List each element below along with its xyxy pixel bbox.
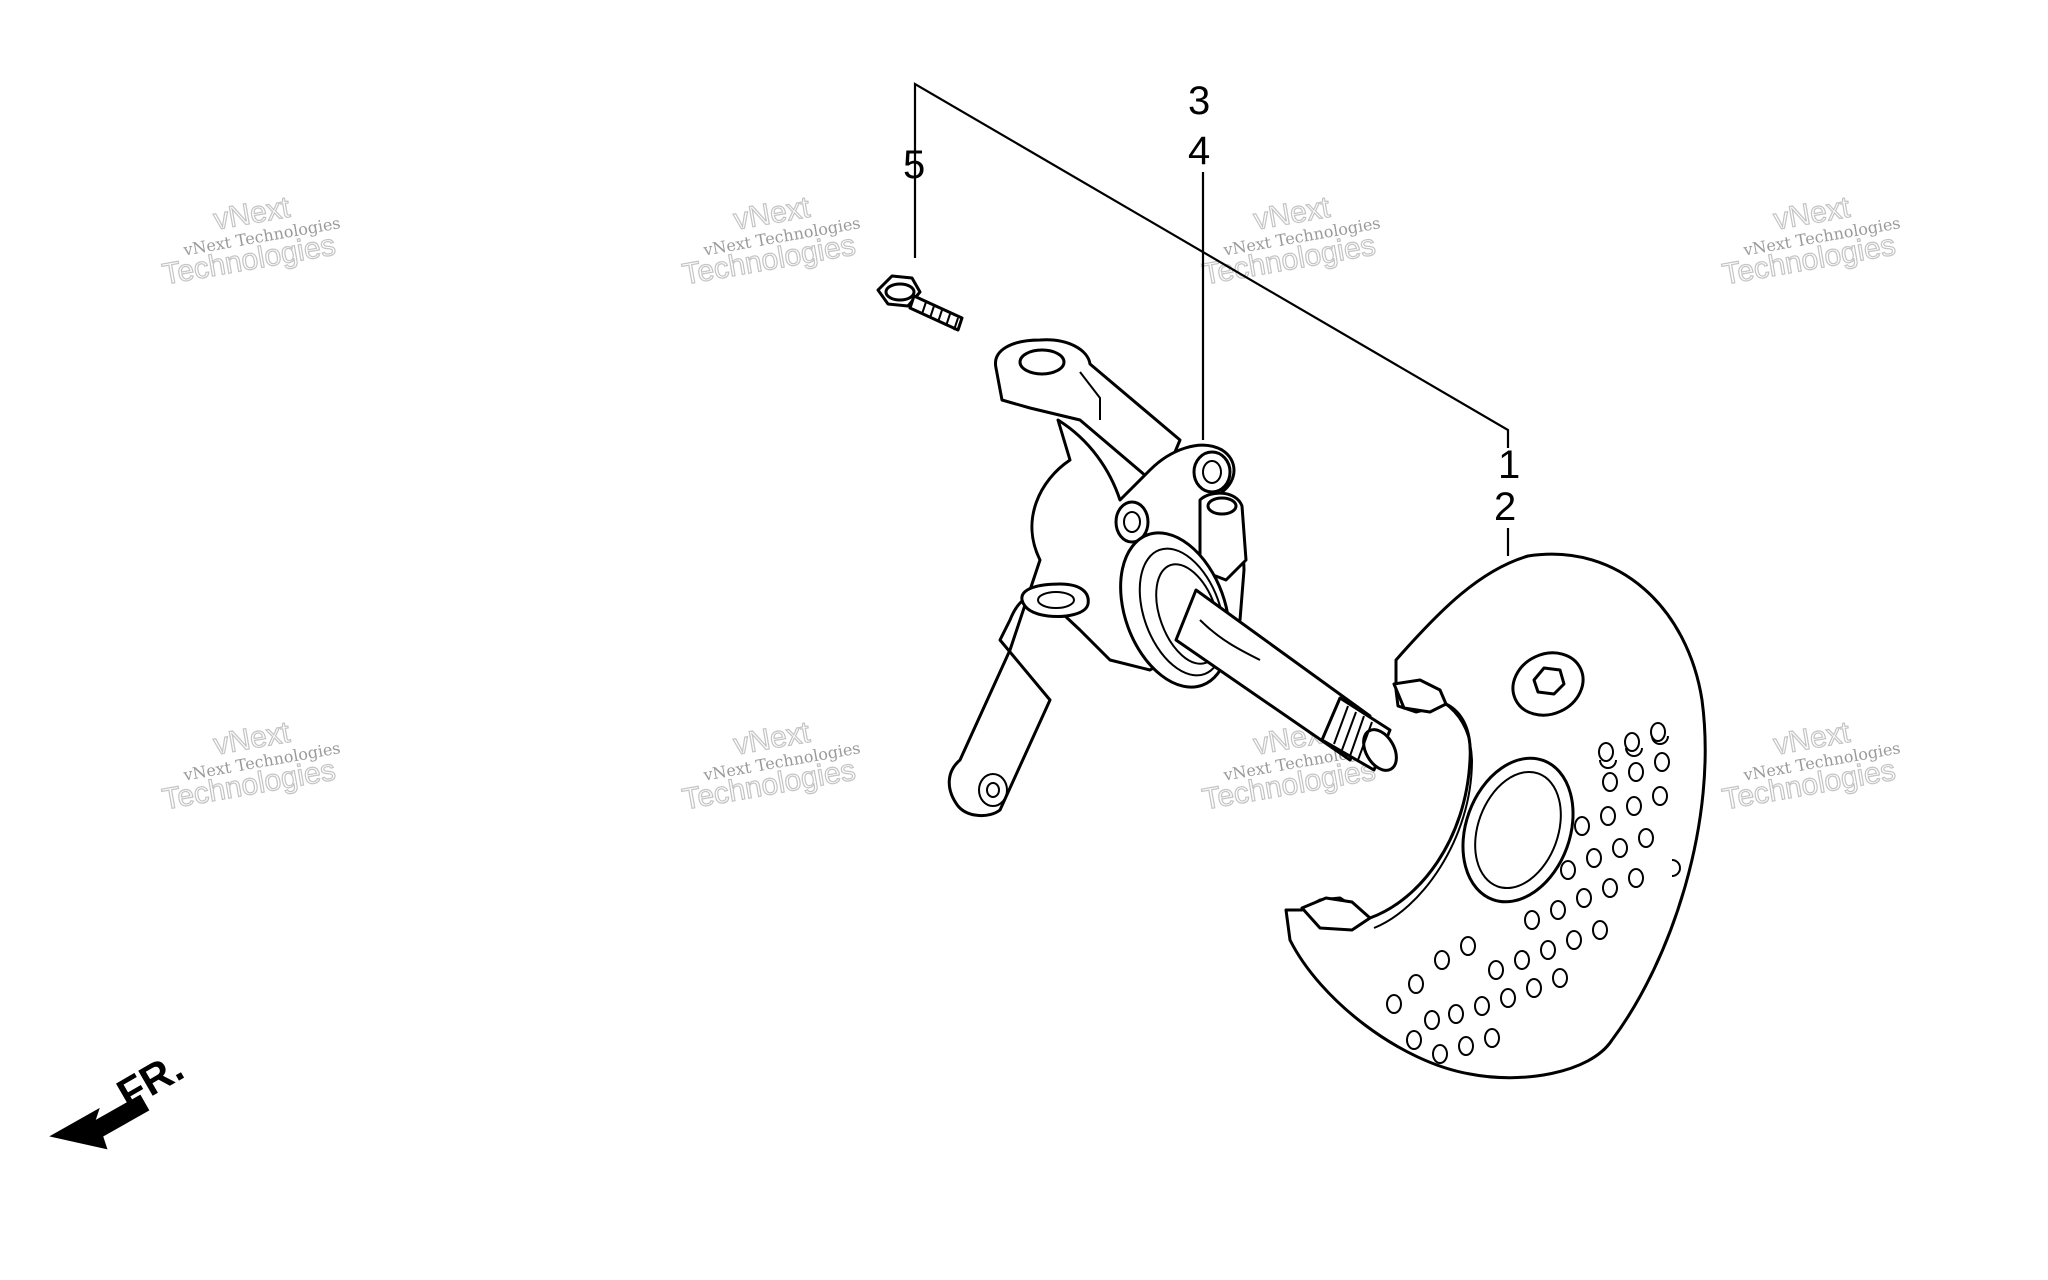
- watermark-6: vNext vNext Technologies Technologies: [679, 715, 862, 817]
- front-direction-indicator: FR.: [49, 1043, 191, 1150]
- watermark-8: vNext vNext Technologies Technologies: [1719, 715, 1902, 817]
- watermark-4: vNext vNext Technologies Technologies: [1719, 190, 1902, 292]
- callout-5: 5: [903, 143, 925, 187]
- callout-4: 4: [1188, 129, 1210, 173]
- callout-1: 1: [1498, 443, 1520, 487]
- leader-lines: [913, 82, 1510, 556]
- leader-bracket: [913, 82, 1510, 448]
- arrow-front-icon: [49, 1094, 150, 1150]
- vent-holes: [1386, 722, 1681, 1064]
- flange-bolt: [876, 274, 964, 332]
- watermark-5: vNext vNext Technologies Technologies: [159, 715, 342, 817]
- watermark-2: vNext vNext Technologies Technologies: [679, 190, 862, 292]
- disc-guard: [1284, 552, 1707, 1080]
- callout-2: 2: [1494, 485, 1516, 529]
- steering-knuckle: [947, 338, 1398, 817]
- watermark-1: vNext vNext Technologies Technologies: [159, 190, 342, 292]
- watermark-3: vNext vNext Technologies Technologies: [1199, 190, 1382, 292]
- callout-3: 3: [1188, 79, 1210, 123]
